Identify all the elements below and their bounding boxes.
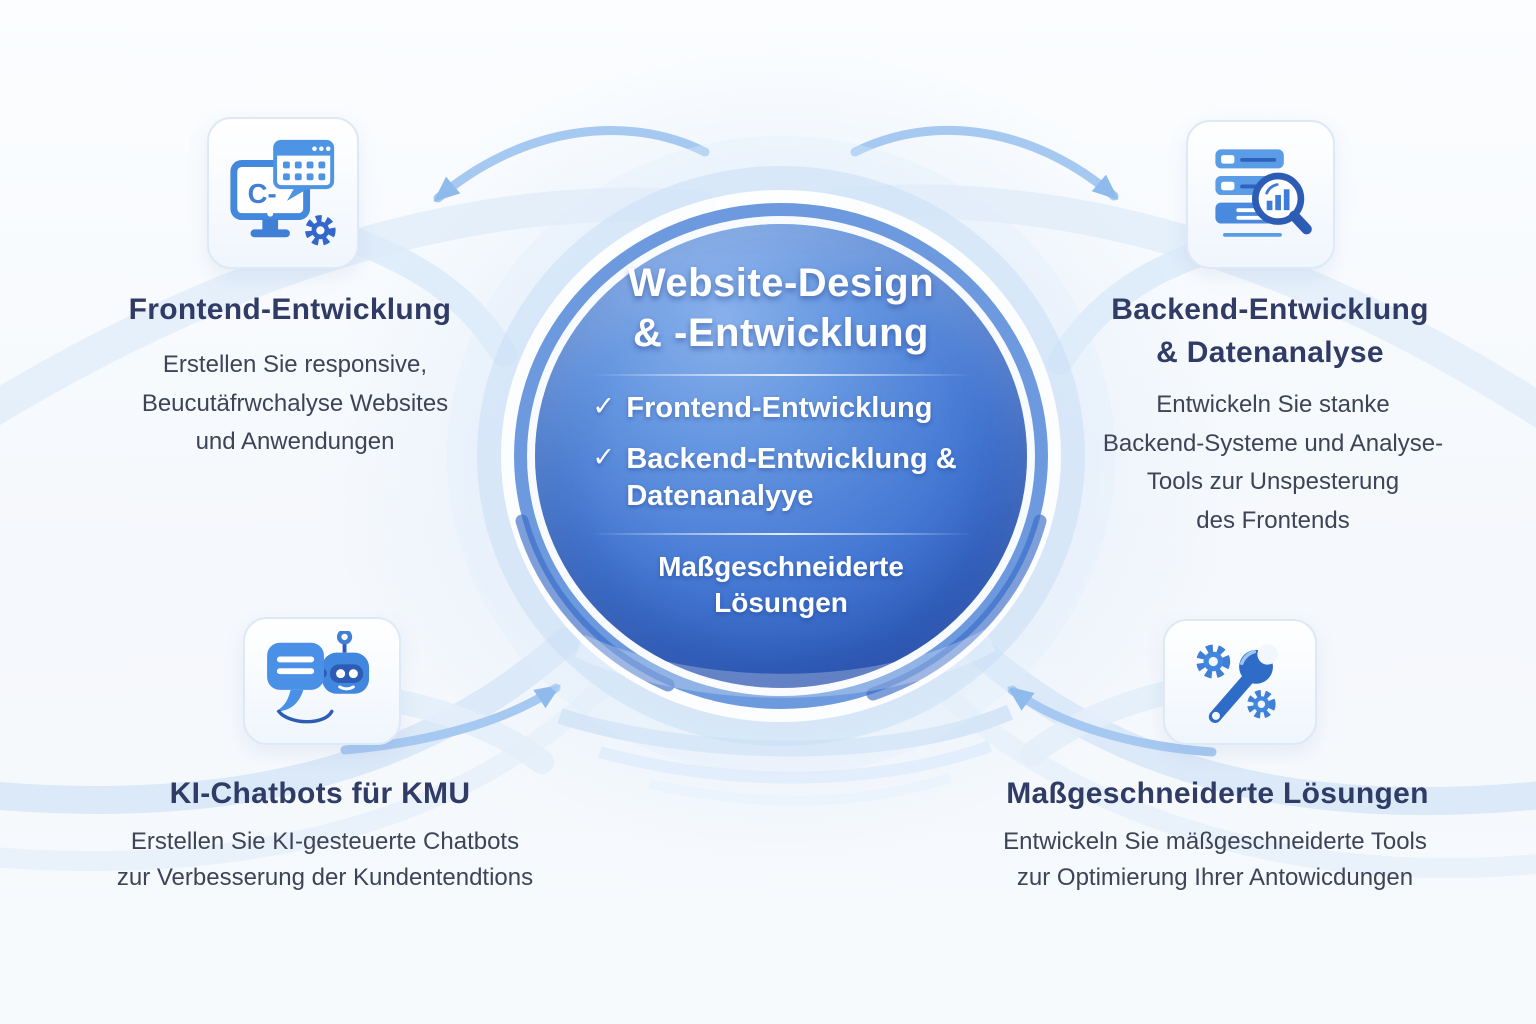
magnifier-chart-icon: [1251, 172, 1312, 234]
chatbot-icon: [267, 631, 370, 724]
gear-icon: [1247, 690, 1276, 719]
arrow-to-backend: [850, 126, 1119, 201]
frontend-title: Frontend-Entwicklung: [128, 293, 452, 326]
checklist-item-text: Frontend-Entwicklung: [626, 392, 933, 424]
checkmark-icon: ✓: [592, 442, 615, 472]
frontend-tile: C-: [207, 117, 359, 269]
center-title-line2: & -Entwicklung: [633, 311, 929, 355]
backend-tile: [1186, 120, 1335, 269]
divider-top: [589, 374, 973, 376]
center-footer-line2: Lösungen: [714, 587, 848, 618]
browser-window-icon: [273, 139, 335, 201]
checklist-item-text: Backend-Entwicklung &: [626, 443, 957, 475]
center-footer: Maßgeschneiderte Lösungen: [658, 549, 904, 621]
backend-title: Backend-Entwicklung & Datenanalyse: [1111, 293, 1429, 369]
gear-icon: [305, 215, 336, 246]
checklist-item-text2: Datenanalyye: [626, 480, 814, 512]
chatbots-title: KI-Chatbots für KMU: [169, 777, 471, 810]
backend-description: Entwickeln Sie stanke Backend-Systeme un…: [1102, 391, 1444, 534]
center-title-line1: Website-Design: [627, 261, 935, 305]
checkmark-icon: ✓: [592, 391, 615, 421]
robot-head-icon: [317, 631, 370, 694]
divider-bottom: [589, 533, 973, 535]
checklist-item: ✓ Backend-Entwicklung & Datenanalyye: [592, 441, 1005, 515]
wrench-gears-icon: [1196, 644, 1278, 723]
server-analytics-icon: [1214, 148, 1312, 237]
arrow-to-frontend: [433, 126, 710, 203]
center-footer-line1: Maßgeschneiderte: [658, 551, 904, 582]
custom-tools-description: Entwickeln Sie mäßgeschneiderte Tools zu…: [1003, 828, 1427, 891]
custom-tools-tile: [1163, 619, 1317, 745]
center-circle: Website-Design & -Entwicklung ✓ Frontend…: [535, 224, 1027, 688]
wrench-icon: [1208, 644, 1278, 723]
code-text: C-: [248, 178, 277, 209]
center-checklist: ✓ Frontend-Entwicklung ✓ Backend-Entwick…: [592, 390, 1005, 529]
center-title: Website-Design & -Entwicklung: [628, 258, 934, 358]
custom-tools-title: Maßgeschneiderte Lösungen: [1006, 777, 1429, 810]
checklist-item: ✓ Frontend-Entwicklung: [592, 390, 1005, 427]
chat-bubble-icon: [267, 642, 324, 712]
frontend-description: Erstellen Sie responsive, Beucutäfrwchal…: [141, 351, 449, 455]
monitor-code-gear-icon: C-: [230, 139, 336, 246]
gear-icon: [1196, 644, 1231, 679]
chatbots-tile: [243, 617, 401, 745]
chatbots-description: Erstellen Sie KI-gesteuerte Chatbots zur…: [116, 828, 534, 891]
